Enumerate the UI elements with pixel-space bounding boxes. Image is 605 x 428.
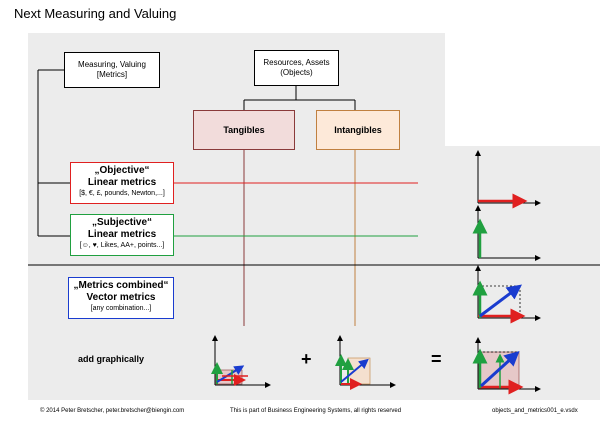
objective-line2: Linear metrics xyxy=(87,177,157,188)
page-title: Next Measuring and Valuing xyxy=(14,6,177,21)
objective-line1: „Objective“ xyxy=(94,165,150,176)
equals-sign: = xyxy=(431,349,442,369)
objective-axes xyxy=(475,150,541,209)
plus-sign: + xyxy=(301,349,312,369)
objective-box: „Objective“ Linear metrics [$, €, £, pou… xyxy=(70,162,174,204)
add-chart-b xyxy=(335,335,396,390)
combined-vector xyxy=(479,284,522,318)
combined-axes xyxy=(472,265,541,324)
combined-line3: [any combination...] xyxy=(90,305,152,312)
combined-line1: „Metrics combined“ xyxy=(73,280,169,291)
subjective-box: „Subjective“ Linear metrics [☺, ♥, Likes… xyxy=(70,214,174,256)
measuring-line1: Measuring, Valuing xyxy=(78,60,146,69)
panel-cutout xyxy=(445,33,600,146)
subjective-axes xyxy=(472,205,541,261)
resources-line1: Resources, Assets xyxy=(263,58,330,67)
footer-rights: This is part of Business Engineering Sys… xyxy=(230,408,402,414)
combined-line2: Vector metrics xyxy=(86,292,156,303)
measuring-box: Measuring, Valuing [Metrics] xyxy=(64,52,160,88)
add-chart-a xyxy=(211,335,271,388)
subjective-line3: [☺, ♥, Likes, AA+, points...] xyxy=(79,242,165,249)
measuring-line2: [Metrics] xyxy=(96,70,128,79)
subjective-line2: Linear metrics xyxy=(87,229,157,240)
add-chart-result xyxy=(472,337,541,395)
combined-box: „Metrics combined“ Vector metrics [any c… xyxy=(68,277,174,319)
resources-line2: (Objects) xyxy=(280,68,313,77)
footer-copyright: © 2014 Peter Bretscher, peter.bretscher@… xyxy=(40,408,185,414)
footer-filename: objects_and_metrics001_e.vsdx xyxy=(492,408,578,414)
objective-line3: [$, €, £, pounds, Newton,...] xyxy=(79,190,165,197)
add-graphically-label: add graphically xyxy=(78,354,145,364)
tangibles-box: Tangibles xyxy=(193,110,295,150)
subjective-line1: „Subjective“ xyxy=(91,217,153,228)
resources-box: Resources, Assets (Objects) xyxy=(254,50,339,86)
intangibles-box: Intangibles xyxy=(316,110,400,150)
